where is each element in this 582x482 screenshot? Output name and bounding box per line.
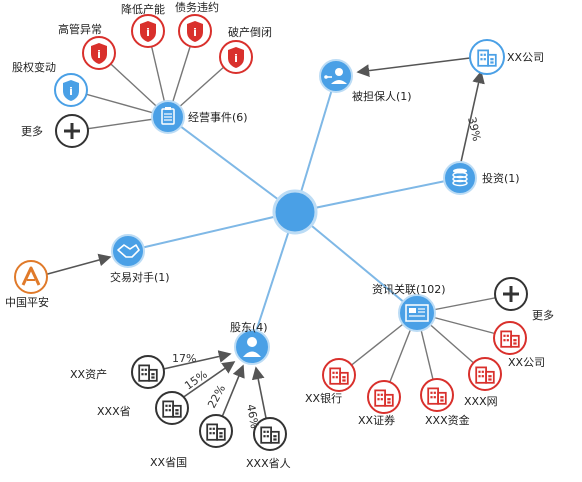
edge-sh-3 bbox=[219, 364, 245, 423]
shareholder-4-pct: 46% bbox=[244, 403, 261, 429]
edge-center-news bbox=[294, 211, 418, 314]
shareholder-node[interactable] bbox=[234, 329, 270, 365]
debt-default-label: 债务违约 bbox=[175, 0, 219, 14]
svg-text:i: i bbox=[193, 26, 197, 39]
ops-label: 经营事件(6) bbox=[188, 110, 248, 124]
investment-node[interactable] bbox=[443, 161, 477, 195]
shareholder-3-pct: 22% bbox=[205, 383, 228, 411]
news-bank-label: XX银行 bbox=[305, 391, 342, 405]
edges bbox=[43, 30, 511, 429]
news-bank-node[interactable] bbox=[322, 358, 356, 392]
investment-pct: 39% bbox=[465, 116, 483, 143]
ping-an-logo-icon bbox=[21, 266, 41, 286]
svg-text:i: i bbox=[97, 48, 101, 61]
news-fund-label: XXX资金 bbox=[425, 413, 470, 427]
ping-an-node[interactable] bbox=[14, 260, 48, 294]
user-key-icon bbox=[324, 68, 347, 84]
lower-capacity-node[interactable]: i bbox=[131, 14, 165, 48]
equity-change-node[interactable]: i bbox=[54, 73, 88, 107]
edge-counterparty-arrow bbox=[43, 253, 112, 276]
guarantee-company-label: XX公司 bbox=[507, 51, 544, 64]
user-icon bbox=[243, 337, 261, 357]
news-node[interactable] bbox=[398, 294, 436, 332]
edge-center-investment bbox=[294, 177, 461, 213]
ping-an-label: 中国平安 bbox=[5, 295, 49, 309]
info-icon: i bbox=[63, 80, 79, 101]
news-securities-label: XX证券 bbox=[358, 413, 395, 427]
exec-anomaly-node[interactable]: i bbox=[82, 36, 116, 70]
shareholder-4-label: XXX省人 bbox=[246, 457, 291, 470]
edge-invest-arrow bbox=[460, 70, 485, 163]
exec-anomaly-label: 高管异常 bbox=[58, 22, 102, 36]
lower-capacity-label: 降低产能 bbox=[121, 2, 165, 16]
handshake-icon bbox=[117, 244, 140, 258]
svg-text:i: i bbox=[234, 52, 238, 65]
alert-icon: i bbox=[140, 21, 156, 42]
news-web-node[interactable] bbox=[468, 357, 502, 391]
shareholder-3-node[interactable] bbox=[199, 414, 233, 448]
ops-more-node[interactable] bbox=[55, 114, 89, 148]
shareholder-3-label: XX省国 bbox=[150, 456, 187, 469]
shareholder-1-node[interactable] bbox=[131, 355, 165, 389]
plus-icon bbox=[503, 286, 519, 302]
edge-guarantee-arrow bbox=[356, 57, 471, 77]
counterparty-label: 交易对手(1) bbox=[110, 270, 170, 284]
edge-sh-2 bbox=[174, 361, 236, 404]
news-more-label: 更多 bbox=[532, 308, 554, 322]
investment-label: 投资(1) bbox=[482, 171, 520, 185]
center-node[interactable] bbox=[272, 189, 318, 235]
shareholder-1-label: XX资产 bbox=[70, 367, 107, 381]
edge-center-guaranteed bbox=[294, 75, 337, 213]
svg-text:i: i bbox=[146, 26, 150, 39]
shareholder-label: 股东(4) bbox=[230, 321, 268, 334]
bankruptcy-label: 破产倒闭 bbox=[228, 25, 272, 39]
alert-icon: i bbox=[228, 47, 244, 68]
bankruptcy-node[interactable]: i bbox=[219, 40, 253, 74]
news-more-node[interactable] bbox=[494, 277, 528, 311]
shareholder-4-node[interactable] bbox=[253, 417, 287, 451]
news-web-label: XXX网 bbox=[464, 395, 498, 408]
shareholder-2-node[interactable] bbox=[155, 391, 189, 425]
edge-center-counterparty bbox=[127, 211, 296, 252]
alert-icon: i bbox=[91, 43, 107, 64]
guaranteed-label: 被担保人(1) bbox=[352, 89, 412, 103]
news-company-label: XX公司 bbox=[508, 356, 545, 369]
coins-icon bbox=[452, 168, 468, 187]
news-fund-node[interactable] bbox=[420, 378, 454, 412]
alert-icon: i bbox=[187, 21, 203, 42]
shareholder-1-pct: 17% bbox=[172, 352, 196, 365]
guarantee-company-node[interactable] bbox=[469, 39, 505, 75]
edge-center-shareholder bbox=[251, 211, 296, 345]
guaranteed-node[interactable] bbox=[319, 59, 353, 93]
svg-text:i: i bbox=[69, 85, 73, 98]
debt-default-node[interactable]: i bbox=[178, 14, 212, 48]
news-company-node[interactable] bbox=[493, 321, 527, 355]
edge-center-ops bbox=[167, 116, 296, 213]
ops-node[interactable] bbox=[151, 100, 185, 134]
newspaper-icon bbox=[405, 304, 429, 322]
news-securities-node[interactable] bbox=[367, 380, 401, 414]
equity-change-label: 股权变动 bbox=[12, 60, 56, 74]
shareholder-2-label: XXX省 bbox=[97, 405, 131, 418]
ops-more-label: 更多 bbox=[21, 124, 43, 138]
plus-icon bbox=[64, 123, 80, 139]
clipboard-icon bbox=[161, 107, 175, 125]
news-label: 资讯关联(102) bbox=[372, 282, 446, 296]
counterparty-node[interactable] bbox=[111, 234, 145, 268]
